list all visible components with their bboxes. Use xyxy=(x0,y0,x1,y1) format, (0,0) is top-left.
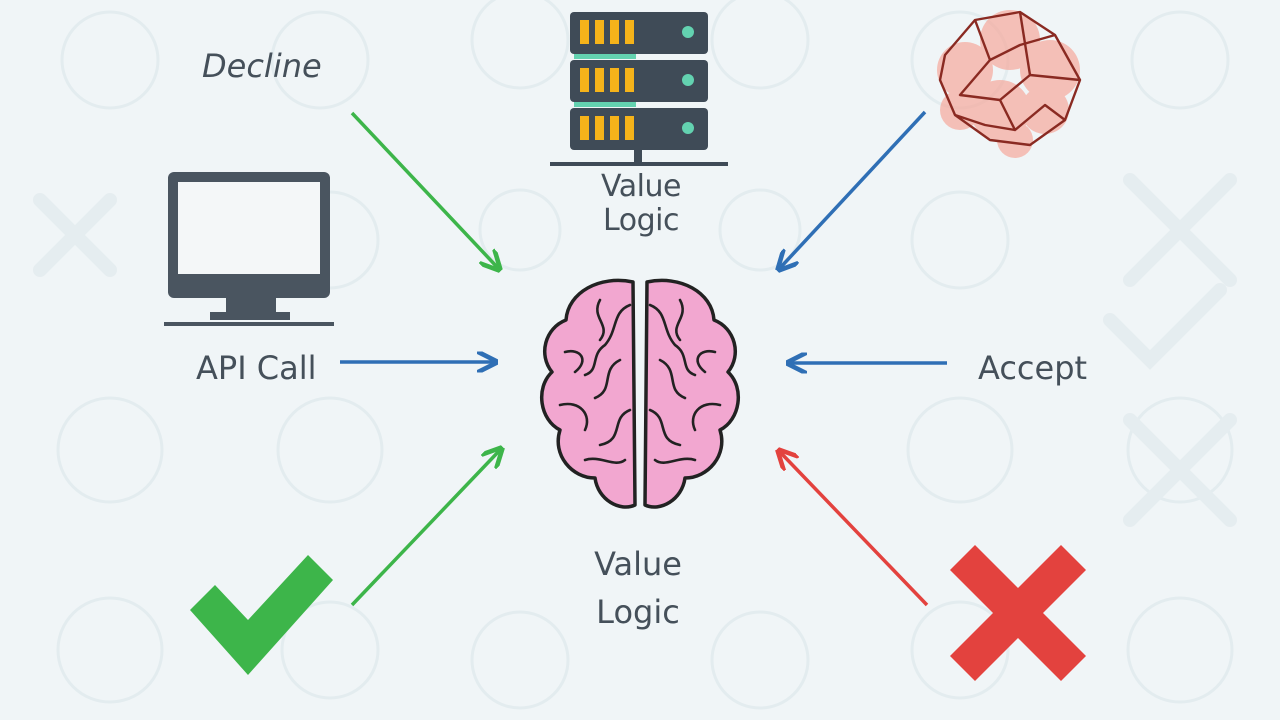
arrow-cross-to-brain xyxy=(780,452,929,607)
server-label-line2: Logic xyxy=(603,203,679,238)
tangled-network-icon xyxy=(937,10,1082,158)
monitor-icon xyxy=(164,172,334,326)
brain-icon xyxy=(540,278,740,509)
api-call-label: API Call xyxy=(196,349,317,387)
checkmark-icon xyxy=(190,555,333,675)
bottom-label-line1: Value xyxy=(594,545,682,583)
arrow-decline-to-brain xyxy=(350,111,498,268)
cross-icon xyxy=(950,545,1086,681)
decline-label: Decline xyxy=(202,47,322,85)
server-label-line1: Value xyxy=(601,169,681,204)
arrow-network-to-brain xyxy=(780,110,927,268)
server-rack-icon xyxy=(550,12,728,166)
bottom-label-line2: Logic xyxy=(596,593,680,631)
accept-label: Accept xyxy=(978,349,1088,387)
arrow-check-to-brain xyxy=(350,450,500,607)
